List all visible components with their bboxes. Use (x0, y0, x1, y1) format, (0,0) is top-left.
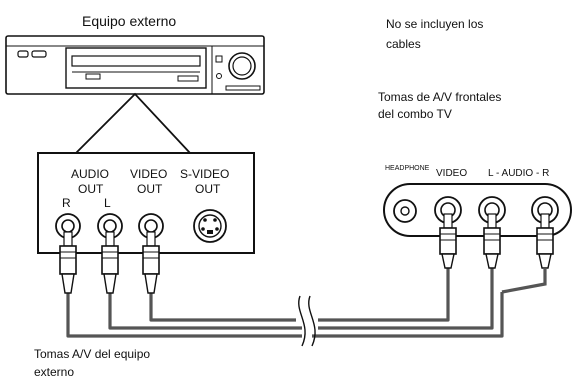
vcr-device-icon (5, 35, 265, 95)
rca-plug-icon (142, 231, 160, 294)
cables-note-line1: No se incluyen los (386, 17, 483, 31)
av-cables (66, 264, 504, 338)
audio-left-label: L (104, 196, 111, 210)
audio-out-label-1: AUDIO (71, 167, 109, 181)
rca-plug-icon (439, 213, 457, 269)
callout-pointer (75, 92, 191, 154)
rca-plug-icon (101, 231, 119, 294)
rca-plug-icon (483, 213, 501, 269)
av-cables (501, 268, 547, 294)
svideo-out-label-1: S-VIDEO (180, 167, 229, 181)
tv-video-label: VIDEO (436, 168, 467, 179)
front-jacks-label-line2: del combo TV (378, 107, 452, 121)
cable-break-mark (308, 295, 316, 347)
video-out-label-1: VIDEO (130, 167, 167, 181)
audio-right-label: R (62, 196, 71, 210)
cable-break-mark (298, 295, 306, 347)
headphone-jack-icon (393, 199, 417, 223)
rca-plug-icon (536, 213, 554, 269)
audio-out-label-2: OUT (78, 182, 104, 196)
external-equipment-label: Equipo externo (82, 13, 176, 29)
video-out-label-2: OUT (137, 182, 163, 196)
svideo-out-label-2: OUT (195, 182, 221, 196)
headphone-label: HEADPHONE (385, 165, 430, 172)
ext-jacks-label-line2: externo (34, 365, 74, 379)
rca-plug-icon (59, 231, 77, 294)
cables-note-line2: cables (386, 37, 421, 51)
front-jacks-label-line1: Tomas de A/V frontales (378, 90, 501, 104)
ext-jacks-label-line1: Tomas A/V del equipo (34, 347, 150, 361)
svideo-out-jack-icon (193, 209, 227, 243)
tv-audio-label: L - AUDIO - R (488, 168, 549, 179)
